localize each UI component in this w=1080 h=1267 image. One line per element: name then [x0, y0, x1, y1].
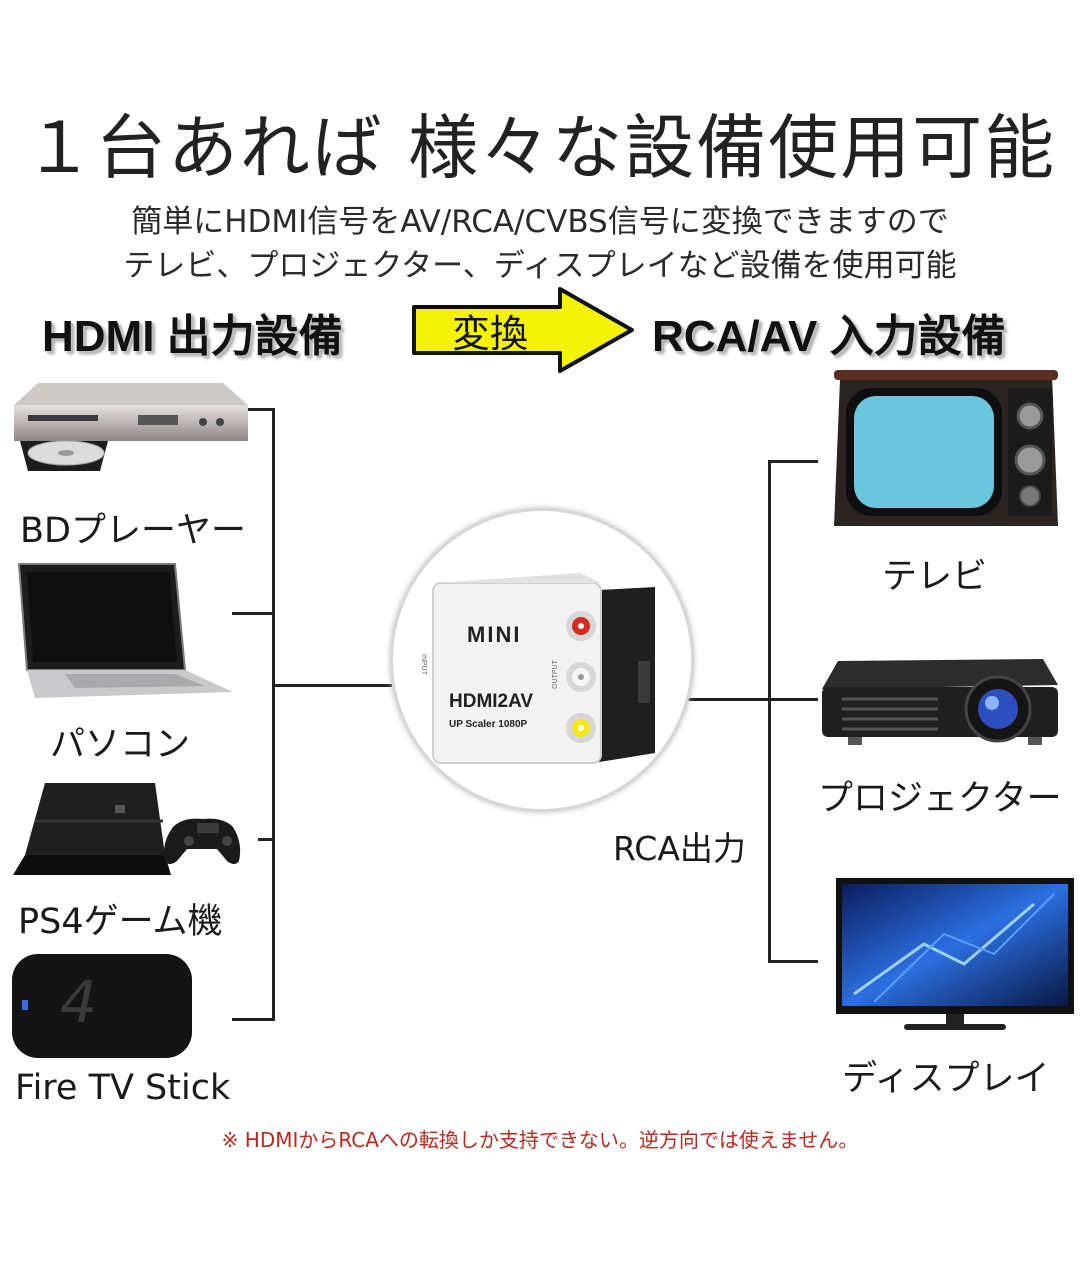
ps4-console-icon	[13, 783, 241, 875]
hdmi-output-heading: HDMI 出力設備	[42, 312, 343, 361]
target-label-display: ディスプレイ	[842, 1059, 1050, 1099]
adapter-spec: UP Scaler 1080P	[449, 719, 528, 730]
compatibility-note: ※ HDMIからRCAへの転換しか支持できない。逆方向では使えません。	[221, 1128, 859, 1152]
target-label-tv: テレビ	[882, 557, 988, 597]
convert-arrow-icon	[412, 287, 634, 373]
rca-output-label: RCA出力	[613, 829, 746, 868]
convert-label: 変換	[451, 312, 528, 356]
target-label-projector: プロジェクター	[818, 779, 1062, 819]
projector-icon	[822, 659, 1058, 745]
adapter-brand: MINI	[467, 622, 522, 647]
hdmi2av-adapter-icon	[432, 573, 655, 764]
connector-firetv	[232, 1018, 274, 1021]
fire-tv-logo: 4	[60, 968, 97, 1036]
connector-tv	[768, 460, 818, 463]
fire-tv-box-icon	[12, 954, 192, 1058]
laptop-icon	[17, 563, 233, 698]
connector-from-device	[683, 698, 773, 701]
source-label-ps4: PS4ゲーム機	[18, 902, 223, 942]
connector-to-device	[272, 684, 392, 687]
connector-bd	[232, 408, 274, 411]
subtitle-line-1: 簡単にHDMI信号をAV/RCA/CVBS信号に変換できますので	[131, 204, 949, 240]
connector-projector	[768, 698, 818, 701]
bd-player-icon	[14, 383, 248, 471]
flat-display-icon	[836, 878, 1074, 1030]
page-title: １台あれば 様々な設備使用可能	[23, 107, 1057, 189]
source-label-bd: BDプレーヤー	[20, 511, 246, 551]
connector-pc	[232, 612, 274, 615]
adapter-output-label: OUTPUT	[551, 660, 559, 689]
retro-tv-icon	[834, 370, 1058, 526]
subtitle-line-2: テレビ、プロジェクター、ディスプレイなど設備を使用可能	[123, 248, 957, 284]
connector-display	[768, 960, 818, 963]
adapter-model: HDMI2AV	[449, 691, 534, 712]
adapter-input-label: INPUT	[420, 654, 427, 675]
source-label-pc: パソコン	[50, 725, 191, 765]
left-bracket-line	[272, 408, 275, 1021]
right-bracket-line	[768, 460, 771, 963]
connector-ps4	[258, 838, 274, 841]
rca-av-input-heading: RCA/AV 入力設備	[652, 312, 1006, 361]
adapter-circle: MINI HDMI2AV UP Scaler 1080P INPUT OUTPU…	[390, 508, 694, 812]
source-label-firetv: Fire TV Stick	[15, 1068, 231, 1108]
